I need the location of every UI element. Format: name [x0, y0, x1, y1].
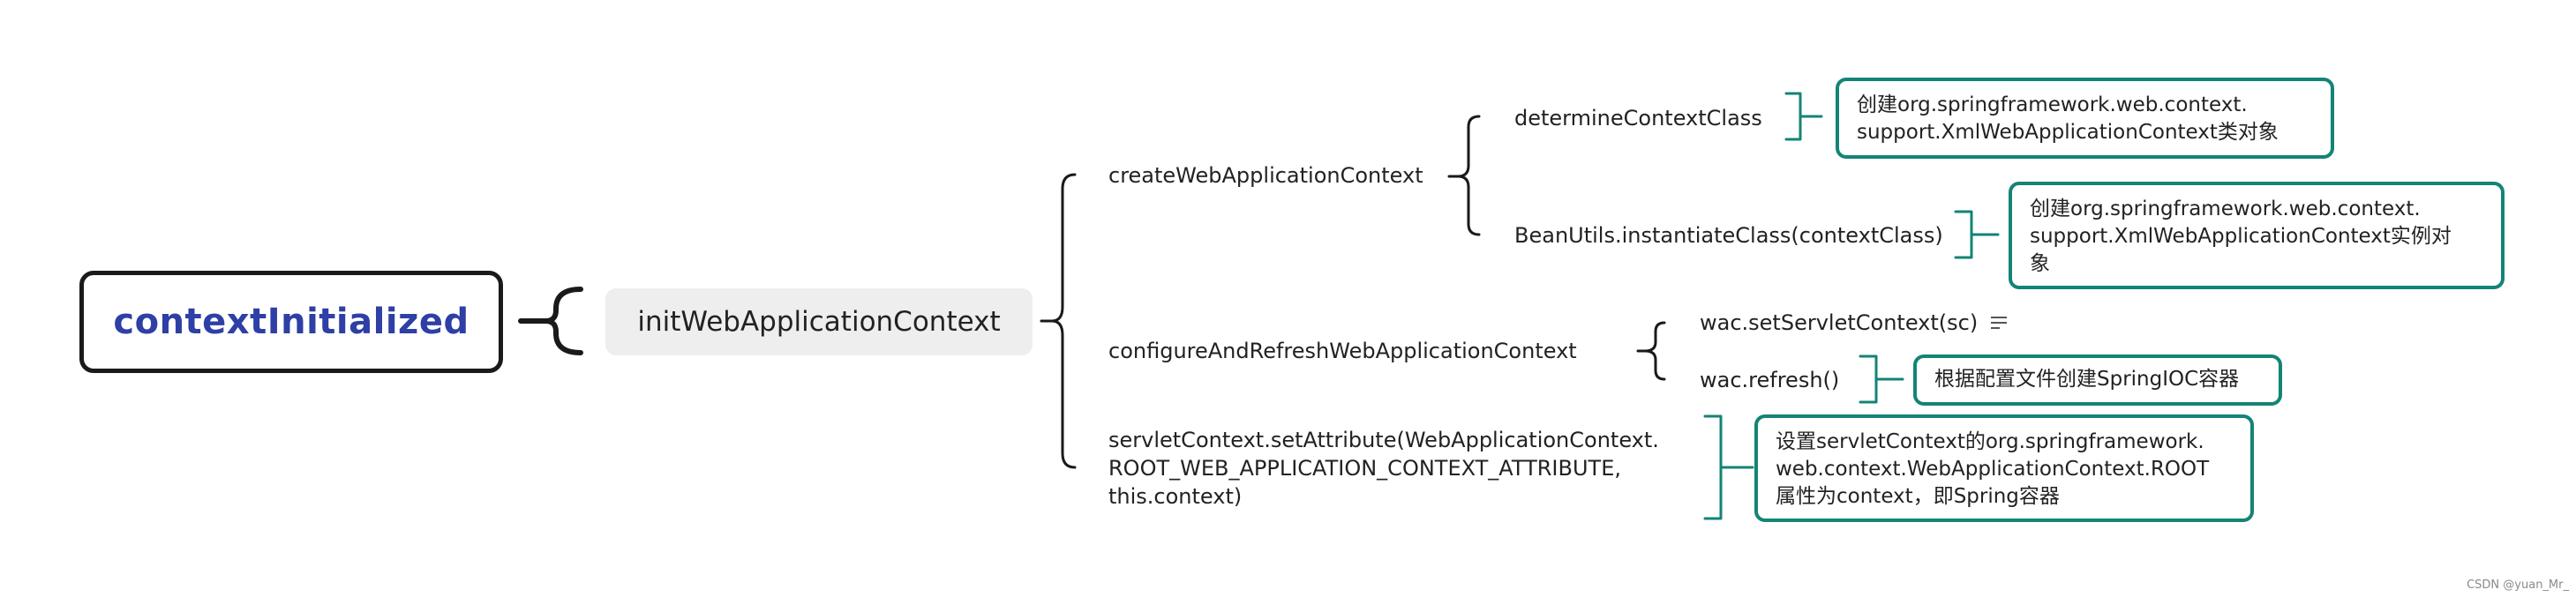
- root-node-label: contextInitialized: [113, 302, 469, 342]
- create-web-application-context-node[interactable]: createWebApplicationContext: [1108, 161, 1423, 190]
- configure-brace: [1636, 321, 1666, 381]
- level1-brace: [1040, 173, 1077, 469]
- determine-context-class-note[interactable]: 创建org.springframework.web.context. suppo…: [1836, 78, 2334, 159]
- set-servlet-context-label: wac.setServletContext(sc): [1700, 310, 1979, 335]
- set-servlet-context-node[interactable]: wac.setServletContext(sc): [1700, 309, 1978, 337]
- wac-refresh-note[interactable]: 根据配置文件创建SpringIOC容器: [1913, 354, 2282, 406]
- set-attribute-line: this.context): [1108, 484, 1243, 509]
- note-line: 创建org.springframework.web.context.: [1857, 93, 2248, 116]
- note-line: support.XmlWebApplicationContext类对象: [1857, 121, 2279, 144]
- setattribute-note-bracket: [1703, 414, 1754, 520]
- note-line: 象: [2030, 252, 2050, 275]
- init-web-application-context-node[interactable]: initWebApplicationContext: [605, 288, 1033, 355]
- notes-icon[interactable]: [1989, 314, 2009, 332]
- note-line: web.context.WebApplicationContext.ROOT: [1776, 458, 2210, 481]
- root-node[interactable]: contextInitialized: [79, 271, 503, 373]
- root-brace: [518, 287, 583, 355]
- note-line: support.XmlWebApplicationContext实例对: [2030, 225, 2452, 248]
- determine-note-bracket: [1784, 92, 1823, 141]
- init-web-application-context-label: initWebApplicationContext: [637, 306, 1001, 338]
- create-brace: [1447, 115, 1481, 236]
- set-attribute-line: servletContext.setAttribute(WebApplicati…: [1108, 428, 1659, 452]
- note-line: 属性为context，即Spring容器: [1776, 485, 2060, 508]
- beanutils-instantiate-class-node[interactable]: BeanUtils.instantiateClass(contextClass): [1514, 221, 1943, 250]
- beanutils-instantiate-class-label: BeanUtils.instantiateClass(contextClass): [1514, 223, 1943, 248]
- determine-context-class-label: determineContextClass: [1514, 106, 1762, 131]
- beanutils-instantiate-class-note[interactable]: 创建org.springframework.web.context. suppo…: [2009, 182, 2505, 289]
- watermark: CSDN @yuan_Mr_: [2467, 578, 2569, 592]
- note-line: 创建org.springframework.web.context.: [2030, 198, 2421, 220]
- set-attribute-node[interactable]: servletContext.setAttribute(WebApplicati…: [1108, 426, 1659, 511]
- set-attribute-note[interactable]: 设置servletContext的org.springframework. we…: [1754, 414, 2254, 522]
- wac-refresh-node[interactable]: wac.refresh(): [1700, 366, 1839, 394]
- note-line: 根据配置文件创建SpringIOC容器: [1934, 368, 2240, 391]
- configure-and-refresh-node[interactable]: configureAndRefreshWebApplicationContext: [1108, 337, 1577, 365]
- refresh-note-bracket: [1859, 354, 1904, 404]
- create-web-application-context-label: createWebApplicationContext: [1108, 163, 1423, 188]
- configure-and-refresh-label: configureAndRefreshWebApplicationContext: [1108, 339, 1577, 363]
- determine-context-class-node[interactable]: determineContextClass: [1514, 104, 1762, 132]
- beanutils-note-bracket: [1954, 210, 2000, 259]
- set-attribute-line: ROOT_WEB_APPLICATION_CONTEXT_ATTRIBUTE,: [1108, 456, 1621, 481]
- note-line: 设置servletContext的org.springframework.: [1776, 430, 2204, 453]
- wac-refresh-label: wac.refresh(): [1700, 368, 1840, 392]
